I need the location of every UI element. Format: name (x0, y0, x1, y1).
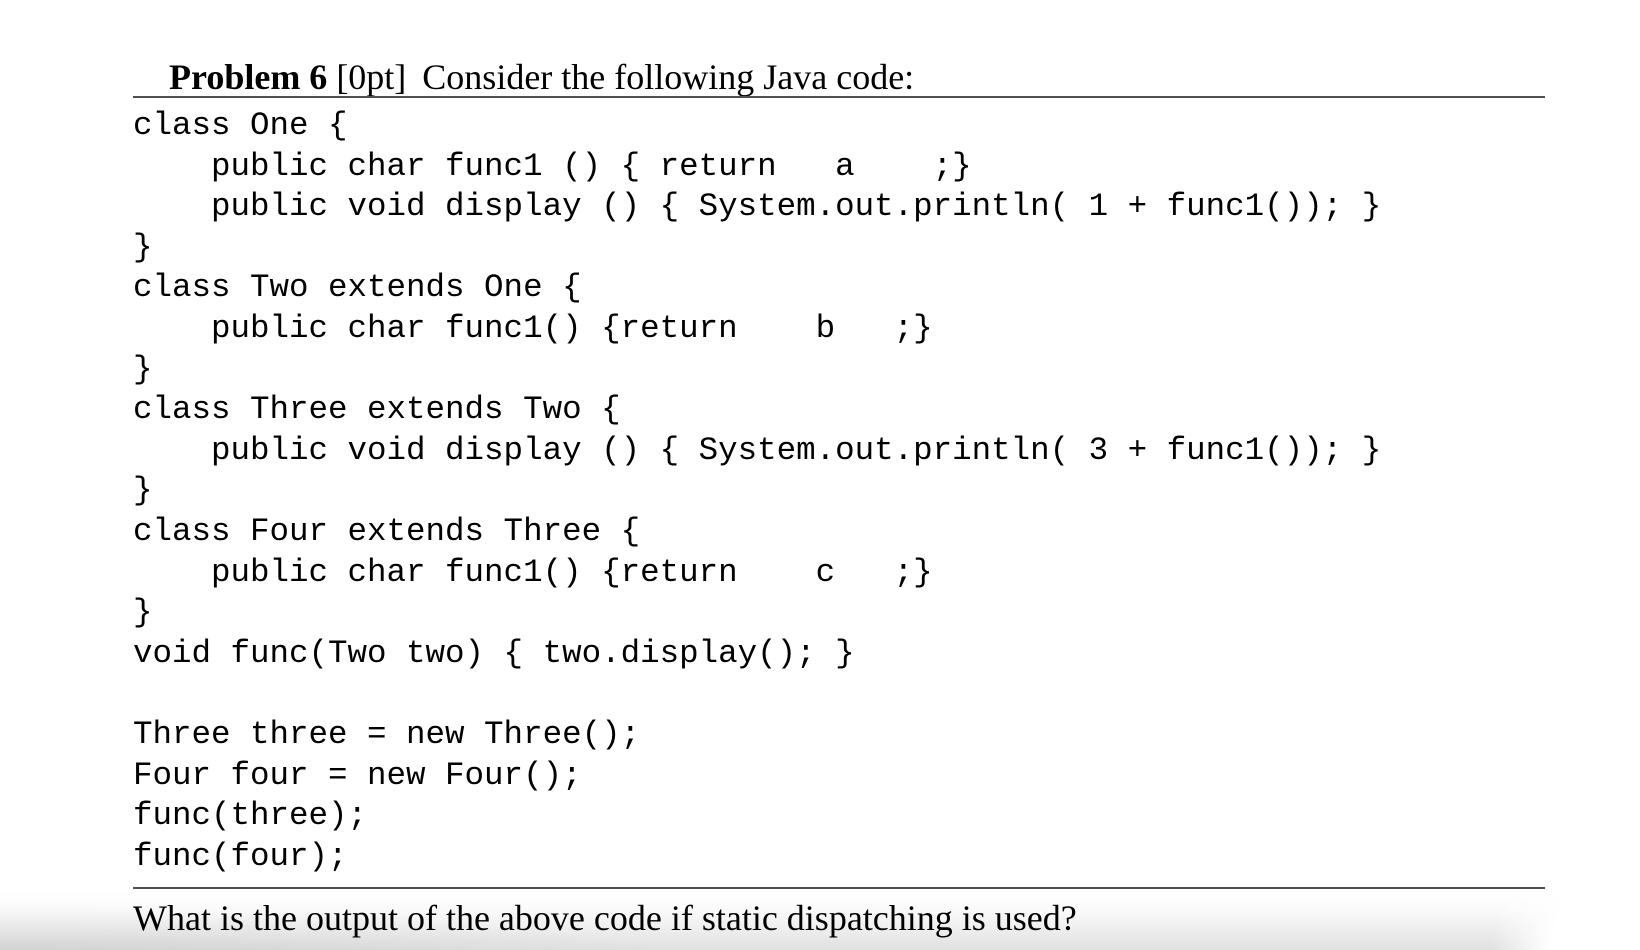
problem-label: Problem 6 (169, 57, 328, 97)
problem-header: Problem 6[0pt] Consider the following Jav… (133, 8, 914, 146)
problem-points: [0pt] (336, 57, 407, 97)
question-text: What is the output of the above code if … (133, 898, 1077, 938)
top-rule (133, 96, 1545, 98)
bottom-rule (133, 887, 1545, 889)
problem-prompt: Consider the following Java code: (422, 57, 915, 97)
code-block: class One { public char func1 () { retur… (133, 107, 1382, 875)
page-edge-shade (0, 889, 1640, 950)
